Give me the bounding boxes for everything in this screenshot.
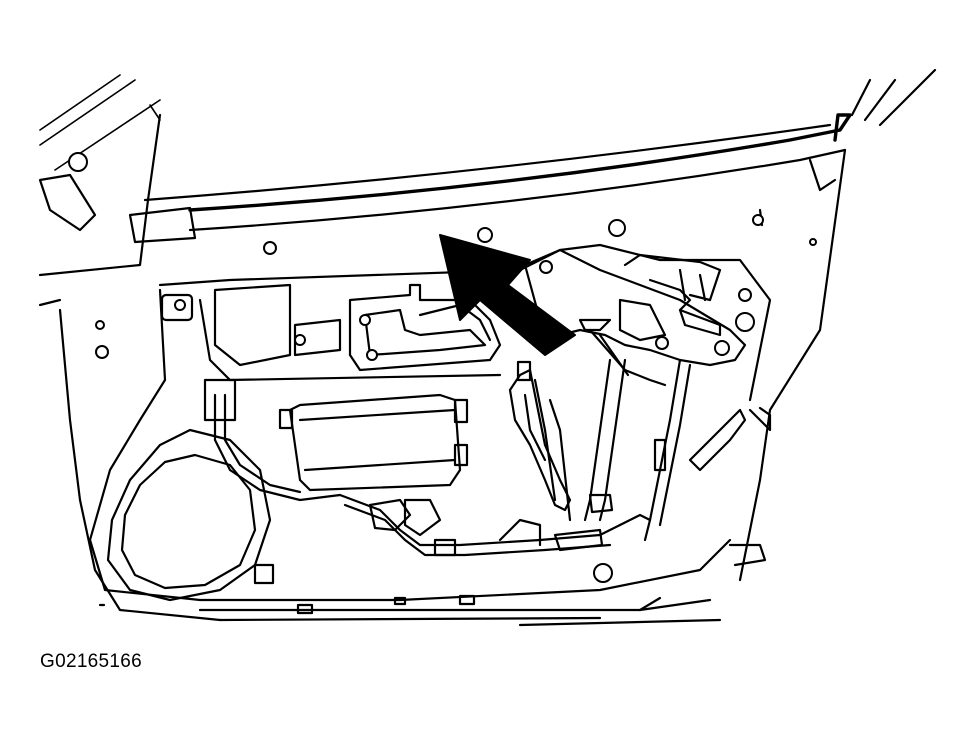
door-handle-latch — [348, 283, 502, 372]
direction-arrow — [439, 234, 576, 356]
lower-body-edge — [98, 596, 662, 612]
window-regulator-rail — [533, 358, 692, 542]
wiring-harness — [203, 378, 652, 557]
window-motor — [278, 393, 469, 492]
window-weatherstrip — [128, 113, 852, 244]
glass-run-channel — [508, 360, 572, 512]
rear-door-frame — [688, 68, 937, 582]
window-regulator-bracket — [523, 248, 747, 387]
b-pillar-panel — [38, 113, 162, 307]
figure-code: G02165166 — [40, 651, 143, 672]
speaker-opening — [106, 428, 275, 602]
body-panel-hatching — [39, 74, 161, 171]
body-hole — [68, 152, 88, 172]
inner-door-panel — [58, 219, 772, 627]
